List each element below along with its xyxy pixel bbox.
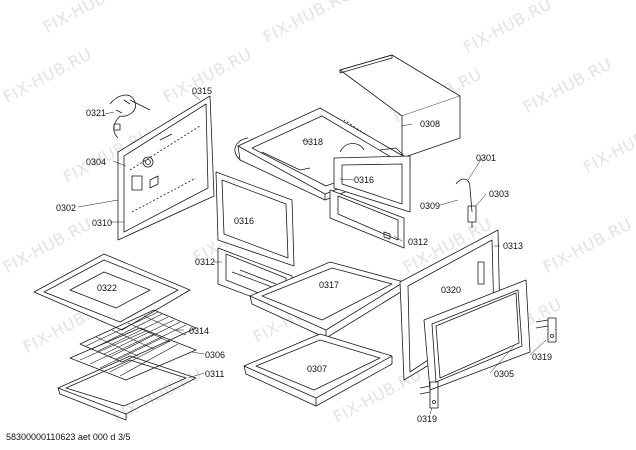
label-0306: 0306 [205, 350, 226, 360]
part-0301-latch [455, 178, 477, 228]
part-0308-top-cover [339, 54, 461, 159]
label-0302: 0302 [56, 203, 77, 213]
part-0319-hinge-right [535, 317, 557, 343]
label-0318: 0318 [303, 137, 324, 147]
label-0308: 0308 [420, 119, 441, 129]
part-0315-back-wall [117, 95, 215, 241]
label-0316-left: 0316 [234, 216, 255, 226]
label-0312-right: 0312 [408, 237, 429, 247]
part-0312-right-strip [329, 189, 405, 249]
label-0319-right: 0319 [532, 352, 553, 362]
label-0316-upper: 0316 [354, 175, 375, 185]
label-0317: 0317 [319, 280, 340, 290]
label-0320: 0320 [441, 285, 462, 295]
label-0307: 0307 [307, 364, 328, 374]
label-0322: 0322 [97, 283, 118, 293]
part-0321-wiring [109, 94, 151, 139]
label-0313: 0313 [503, 241, 524, 251]
label-0305: 0305 [494, 369, 515, 379]
label-0301: 0301 [476, 153, 497, 163]
part-0311-rail-frame [57, 355, 197, 421]
label-0314: 0314 [189, 326, 210, 336]
label-0312-left: 0312 [195, 257, 216, 267]
leader-lines [77, 92, 547, 415]
label-0321: 0321 [86, 108, 107, 118]
label-0309: 0309 [420, 201, 441, 211]
label-0311: 0311 [205, 369, 225, 379]
label-0319-bottom: 0319 [417, 414, 438, 424]
part-0314-wire-rack [79, 309, 197, 363]
part-0319-hinge-bottom [419, 381, 439, 409]
part-0305-door-frame [423, 279, 531, 391]
part-0316-upper-panel [333, 155, 411, 213]
label-0315: 0315 [192, 86, 213, 96]
document-footer: 58300000110623 aet 000 d 3/5 [6, 432, 131, 442]
part-0306-rack [69, 327, 197, 381]
label-0303: 0303 [489, 189, 510, 199]
part-0307-bottom-tray [243, 333, 393, 407]
label-0304: 0304 [86, 157, 107, 167]
label-0310: 0310 [92, 218, 113, 228]
part-0316-left-panel [215, 171, 295, 267]
